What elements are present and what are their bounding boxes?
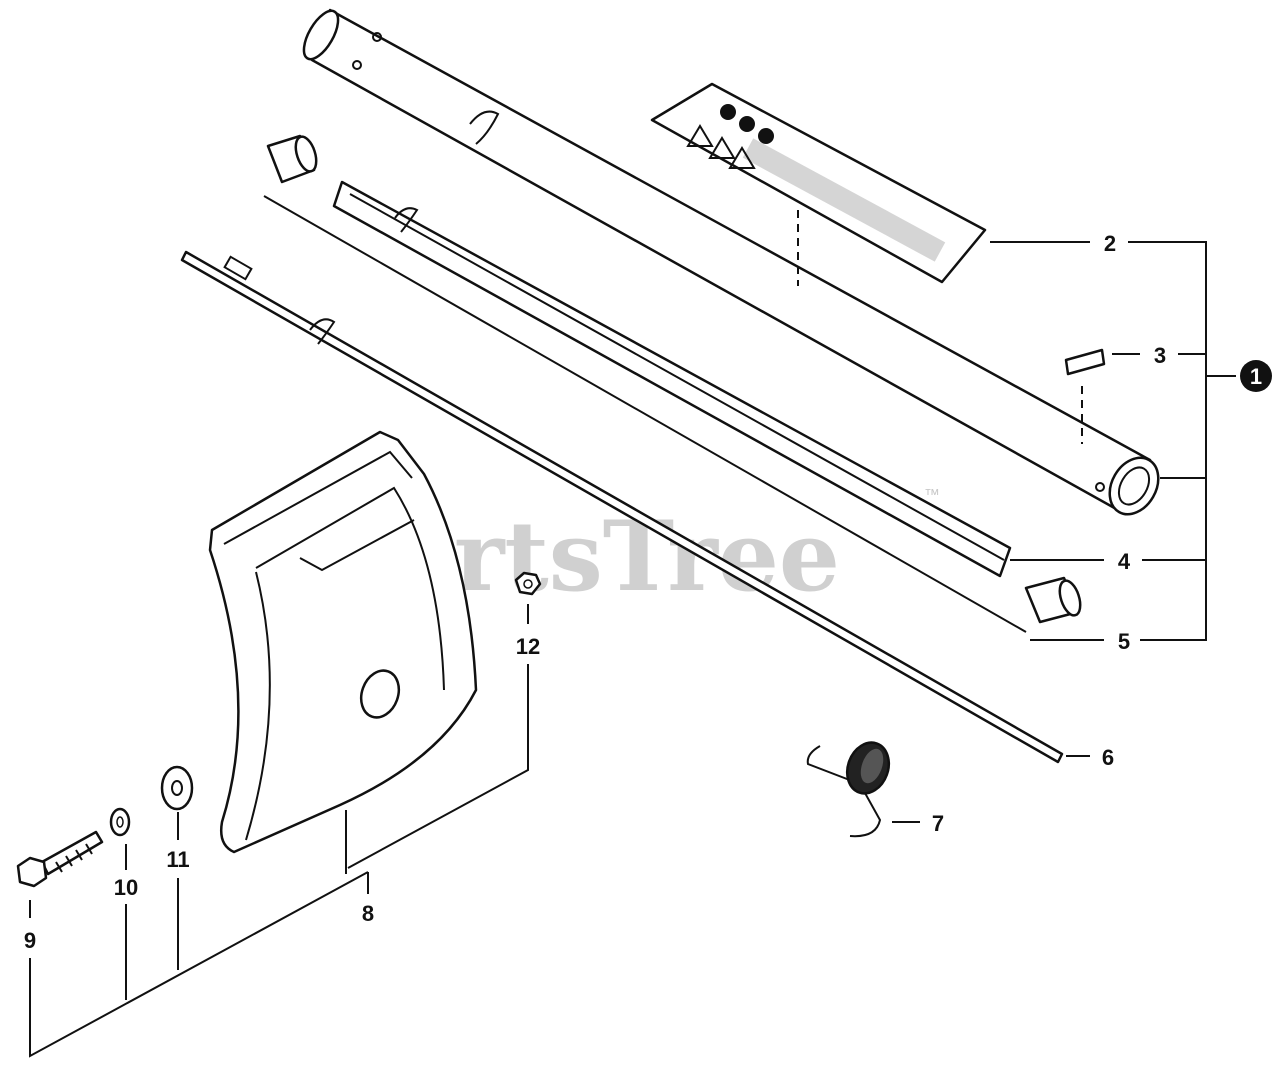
hex-nut-icon[interactable] bbox=[514, 571, 542, 596]
callout-3: 3 bbox=[1154, 343, 1166, 368]
hanger-hook-icon[interactable] bbox=[806, 737, 896, 838]
callout-12: 12 bbox=[516, 634, 540, 659]
driveshaft-icon[interactable] bbox=[180, 250, 1064, 764]
callout-9: 9 bbox=[24, 928, 36, 953]
bushing-link bbox=[263, 195, 1027, 633]
callout-2: 2 bbox=[1104, 231, 1116, 256]
callout-6: 6 bbox=[1102, 745, 1114, 770]
callout-11: 11 bbox=[166, 847, 189, 872]
debris-shield-icon[interactable] bbox=[208, 430, 478, 854]
watermark-trademark: ™ bbox=[924, 487, 940, 504]
callout-7: 7 bbox=[932, 811, 944, 836]
callout-10: 10 bbox=[114, 875, 138, 900]
shaft-tube-icon[interactable] bbox=[297, 6, 1168, 523]
callout-5: 5 bbox=[1118, 629, 1130, 654]
lock-washer-icon[interactable] bbox=[109, 807, 131, 837]
bushing-icon[interactable] bbox=[266, 134, 320, 184]
bushing-icon-lower[interactable] bbox=[1024, 576, 1084, 624]
plate-icon[interactable] bbox=[1064, 348, 1106, 376]
liner-icon[interactable] bbox=[332, 180, 1012, 578]
callout-8: 8 bbox=[362, 901, 374, 926]
callout-leaders bbox=[29, 241, 1236, 1058]
callout-labels: 2 3 1 4 5 6 7 8 9 10 11 12 bbox=[24, 231, 1272, 953]
flat-washer-icon[interactable] bbox=[160, 765, 194, 811]
callout-4: 4 bbox=[1118, 549, 1131, 574]
warning-decal-icon[interactable] bbox=[650, 82, 987, 284]
callout-1: 1 bbox=[1250, 364, 1262, 389]
bolt-icon[interactable] bbox=[16, 830, 104, 888]
assembly-badge bbox=[1240, 360, 1272, 392]
